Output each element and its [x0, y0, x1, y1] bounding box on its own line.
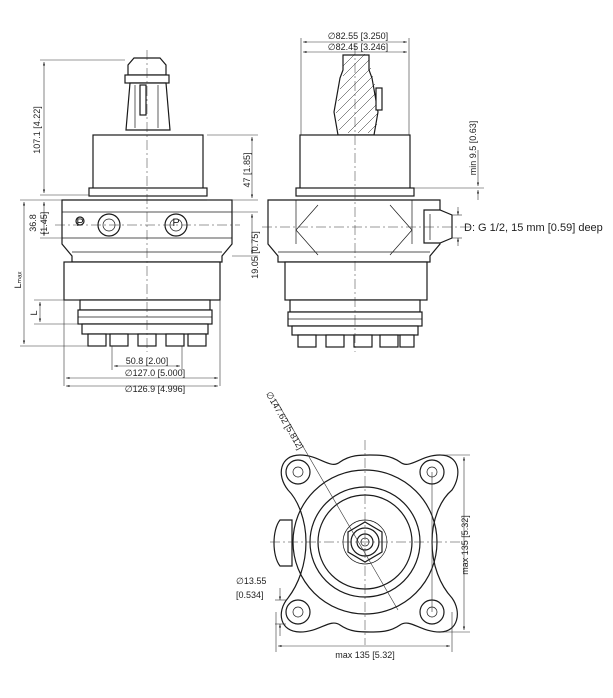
plan-view — [270, 399, 460, 645]
port-note: D: G 1/2, 15 mm [0.59] deep — [464, 222, 603, 234]
front-view-dimensions: 107.1 [4.22] 36.8 [1.45] Lₘₐₓ L 47 [1.85… — [13, 59, 260, 394]
dim-max-135-vertical: max 135 [5.32] — [460, 515, 470, 575]
dim-47: 47 [1.85] — [242, 152, 252, 187]
dim-max-135-horizontal: max 135 [5.32] — [335, 650, 395, 660]
dim-19-05: 19.05 [0.75] — [250, 231, 260, 279]
dim-127: ∅127.0 [5.000] — [125, 368, 185, 378]
side-view — [262, 45, 470, 352]
dim-36-8: 36.8 — [28, 214, 38, 232]
port-label-left: P — [76, 217, 83, 229]
side-view-dimensions: ∅82.55 [3.250] ∅82.45 [3.246] min 9.5 [0… — [300, 31, 603, 246]
dim-147: ∅147.62 [5.812] — [264, 390, 305, 452]
front-view: P P — [55, 50, 240, 352]
dim-126-9: ∅126.9 [4.996] — [125, 384, 185, 394]
shaft-section-hatch — [335, 53, 379, 134]
dim-50-8: 50.8 [2.00] — [126, 356, 169, 366]
dim-lmax: Lₘₐₓ — [13, 271, 23, 288]
dim-82-55: ∅82.55 [3.250] — [328, 31, 388, 41]
dim-107-1: 107.1 [4.22] — [32, 106, 42, 154]
dim-13-55-inch: [0.534] — [236, 590, 264, 600]
port-label-right: P — [172, 217, 179, 229]
dim-l: L — [29, 310, 39, 315]
dim-13-55: ∅13.55 — [236, 576, 266, 586]
dim-82-45: ∅82.45 [3.246] — [328, 42, 388, 52]
dim-36-8-inch: [1.45] — [39, 212, 49, 235]
dim-min-9-5: min 9.5 [0.63] — [468, 121, 478, 176]
